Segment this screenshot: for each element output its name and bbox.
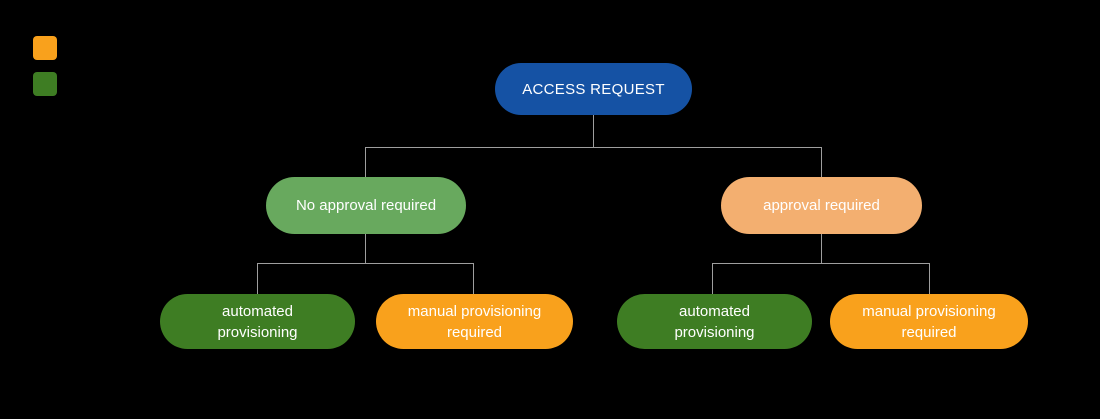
node-approval-required-label: approval required [763, 197, 880, 214]
connector-root-to-level2 [365, 115, 822, 177]
legend-swatch-green-icon [33, 72, 57, 96]
node-automated-provisioning-right: automated provisioning [617, 294, 812, 349]
connector-no-approval-to-level3 [257, 234, 474, 294]
node-automated-provisioning-right-label: automated provisioning [674, 302, 755, 341]
node-access-request-label: ACCESS REQUEST [522, 80, 665, 98]
node-automated-provisioning-left-label: automated provisioning [217, 302, 298, 341]
node-approval-required: approval required [721, 177, 922, 234]
connector-approval-to-level3 [712, 234, 930, 294]
node-no-approval-required-label: No approval required [295, 197, 437, 214]
node-manual-provisioning-right: manual provisioning required [830, 294, 1028, 349]
node-access-request: ACCESS REQUEST [495, 63, 692, 115]
node-manual-provisioning-right-label: manual provisioning required [862, 302, 996, 341]
node-no-approval-required: No approval required [266, 177, 466, 234]
node-manual-provisioning-left-label: manual provisioning required [407, 302, 542, 341]
node-automated-provisioning-left: automated provisioning [160, 294, 355, 349]
legend-swatch-orange-icon [33, 36, 57, 60]
node-manual-provisioning-left: manual provisioning required [376, 294, 573, 349]
